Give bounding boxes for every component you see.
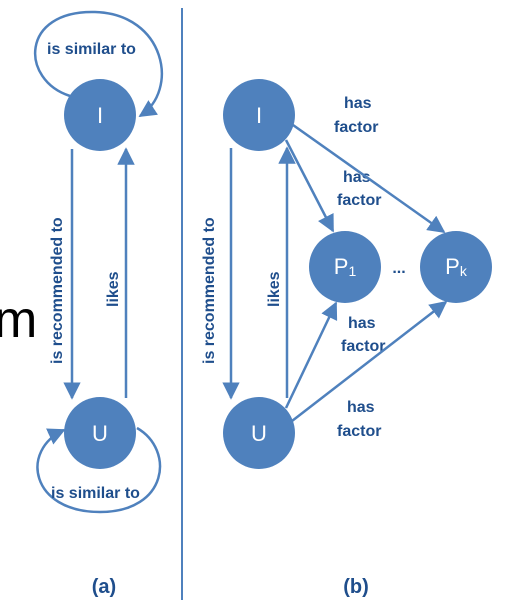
panel-b-edge-recommended-label: is recommended to [201, 217, 218, 364]
panel-a-bottom-loop-label: is similar to [51, 485, 140, 502]
panel-b-node-i [223, 79, 295, 151]
panel-b-node-pk [420, 231, 492, 303]
left-text-fragment: m [0, 291, 37, 349]
panel-a-caption: (a) [92, 576, 116, 598]
panel-b-caption: (b) [343, 576, 369, 598]
panel-a: is similar to I is recommended to likes … [33, 10, 164, 598]
panel-a-node-i [64, 79, 136, 151]
panel-b-node-u-label: U [251, 421, 267, 446]
panel-a-top-self-loop [33, 10, 164, 118]
panel-b-label-u-p1-has: has [348, 315, 376, 332]
panel-a-edge-recommended-label: is recommended to [49, 217, 66, 364]
panel-b-label-i-p1-has: has [343, 169, 371, 186]
panel-a-bottom-self-loop [36, 426, 162, 514]
panel-b-edge-u-p1 [284, 301, 338, 409]
panel-b-edge-i-pk [292, 123, 446, 234]
panel-a-node-u [64, 397, 136, 469]
panel-a-top-loop-label: is similar to [47, 41, 136, 58]
panel-b-node-pk-label: Pk [445, 254, 468, 279]
panel-a-node-i-label: I [97, 103, 103, 128]
panel-b-label-u-p1-factor: factor [341, 338, 385, 355]
panel-b-edge-i-p1 [284, 139, 335, 233]
panel-b-label-u-pk-has: has [347, 399, 375, 416]
panel-b-node-p1-label: P1 [334, 254, 357, 279]
panel-a-node-u-label: U [92, 421, 108, 446]
panel-b: I U P1 Pk ... is recommended to likes ha… [201, 79, 492, 598]
panel-b-label-u-pk-factor: factor [337, 423, 381, 440]
panel-b-edge-u-pk [291, 300, 448, 422]
panel-b-ellipsis: ... [392, 260, 405, 277]
panel-b-edge-likes-label: likes [266, 271, 283, 307]
panel-b-node-i-label: I [256, 103, 262, 128]
panel-b-label-i-pk-has: has [344, 95, 372, 112]
panel-a-edge-likes-label: likes [105, 271, 122, 307]
panel-b-node-p1 [309, 231, 381, 303]
panel-b-label-i-pk-factor: factor [334, 119, 378, 136]
panel-b-node-u [223, 397, 295, 469]
panel-b-label-i-p1-factor: factor [337, 192, 381, 209]
